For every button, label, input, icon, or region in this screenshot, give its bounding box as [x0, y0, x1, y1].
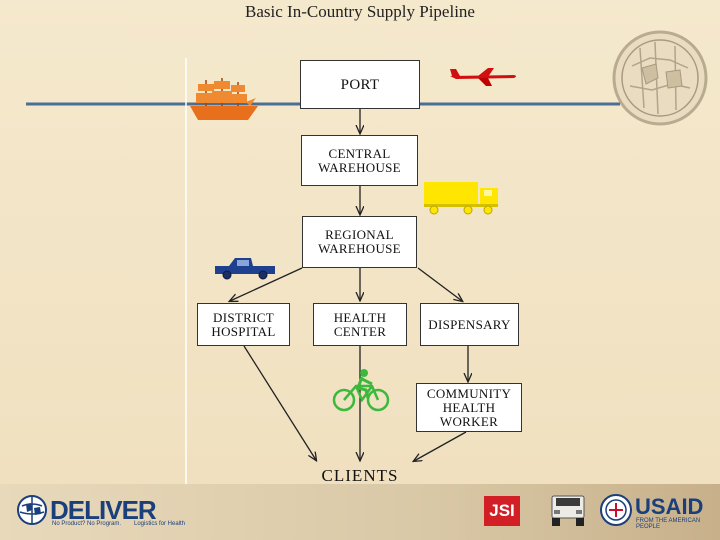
node-central-warehouse: CENTRAL WAREHOUSE: [301, 135, 418, 186]
node-central-warehouse-label: CENTRAL WAREHOUSE: [318, 145, 401, 175]
node-port: PORT: [300, 60, 420, 109]
deliver-tagline-right: Logistics for Health: [134, 521, 186, 527]
footer-bar: [0, 484, 720, 540]
slide-title: Basic In-Country Supply Pipeline: [245, 2, 475, 21]
ship-icon: [190, 78, 258, 120]
deliver-tagline-left: No Product? No Program.: [52, 521, 122, 527]
node-district-hospital: DISTRICT HOSPITAL: [197, 303, 290, 346]
land-rover-icon: [551, 495, 585, 526]
truck-icon: [424, 182, 498, 215]
deliver-logo: DELIVER: [50, 495, 157, 525]
edge-chw-clients: [414, 431, 467, 461]
edge-regional-district: [230, 267, 303, 301]
node-dispensary-label: DISPENSARY: [428, 316, 511, 332]
usaid-logo: USAID: [635, 494, 704, 519]
node-port-label: PORT: [340, 76, 380, 93]
node-district-hospital-label: DISTRICT HOSPITAL: [211, 309, 276, 339]
edge-district-clients: [243, 345, 316, 460]
node-health-center: HEALTH CENTER: [313, 303, 407, 346]
globe-icon: [612, 30, 708, 126]
jsi-logo: JSI: [484, 496, 520, 526]
airplane-icon: [450, 68, 516, 86]
node-clients-label: CLIENTS: [321, 466, 399, 485]
node-regional-warehouse-label: REGIONAL WAREHOUSE: [318, 227, 401, 256]
node-dispensary: DISPENSARY: [420, 303, 519, 346]
pickup-truck-icon: [215, 258, 275, 280]
node-community-health-worker-label: COMMUNITY HEALTH WORKER: [426, 385, 512, 429]
bicycle-icon: [332, 369, 390, 412]
edge-regional-dispensary: [417, 267, 462, 301]
node-health-center-label: HEALTH CENTER: [333, 309, 387, 339]
node-community-health-worker: COMMUNITY HEALTH WORKER: [416, 383, 522, 432]
usaid-tagline: FROM THE AMERICAN PEOPLE: [636, 518, 701, 530]
node-regional-warehouse: REGIONAL WAREHOUSE: [302, 216, 417, 268]
usaid-seal-icon: [600, 494, 632, 526]
deliver-globe-logo-icon: [17, 495, 47, 525]
